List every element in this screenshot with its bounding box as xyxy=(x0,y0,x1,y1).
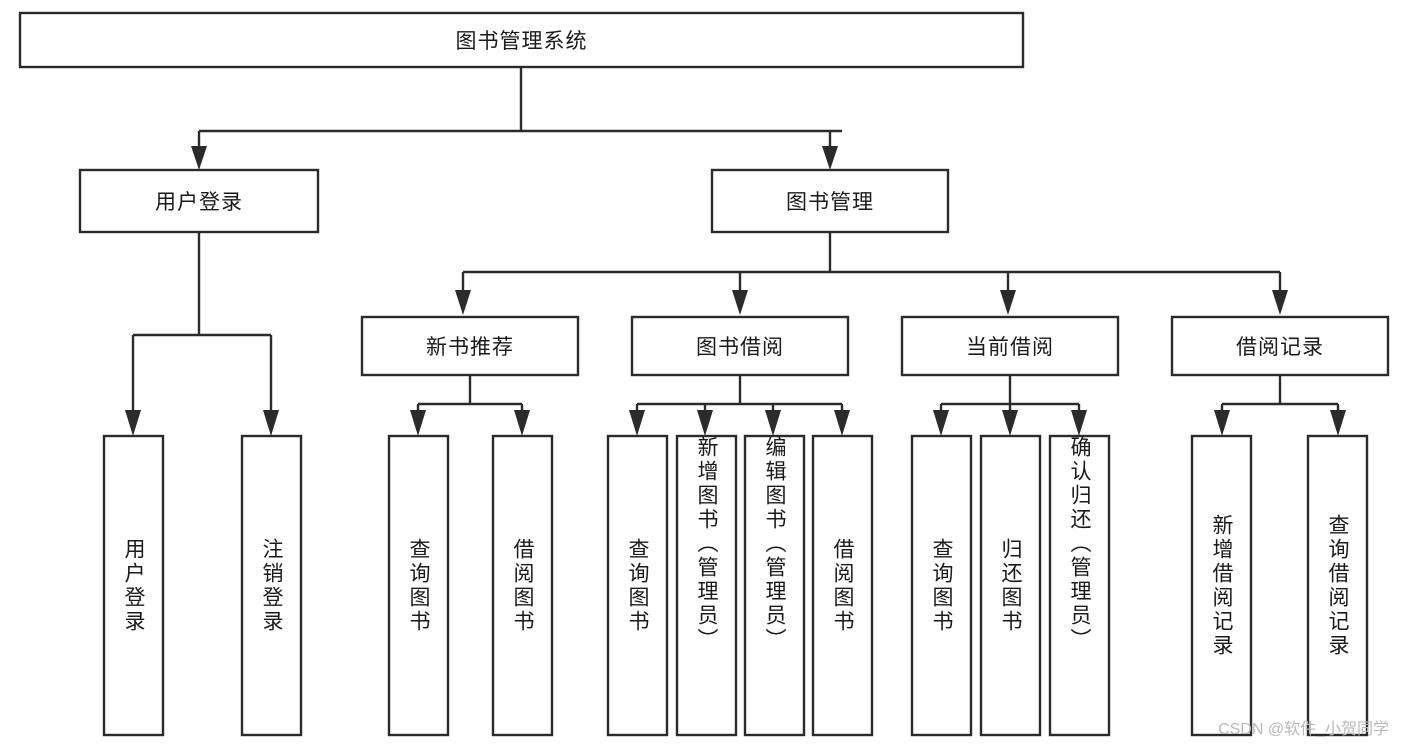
leaf-user-login-1[interactable] xyxy=(102,434,165,737)
arrowhead-root-to-book-mgmt xyxy=(822,146,838,170)
leaf-borrow-record-2[interactable] xyxy=(1306,434,1369,737)
leaf-book-borrow-3[interactable] xyxy=(743,434,806,737)
arrowhead-current-borrow-leaf-2 xyxy=(1002,410,1018,436)
leaf-book-borrow-4[interactable] xyxy=(811,434,874,737)
node-current-borrow[interactable] xyxy=(900,315,1120,377)
leaf-book-borrow-2[interactable] xyxy=(675,434,738,737)
arrowhead-user-login-leaf-1 xyxy=(125,410,141,436)
leaf-current-borrow-1[interactable] xyxy=(910,434,973,737)
arrowhead-new-book-leaf-2 xyxy=(514,410,530,436)
leaf-user-login-2[interactable] xyxy=(240,434,303,737)
arrowhead-book-mgmt-child-3 xyxy=(1000,290,1016,315)
leaf-new-book-2[interactable] xyxy=(491,434,554,737)
arrowhead-root-to-user-login xyxy=(191,146,207,170)
node-new-book-recommend[interactable] xyxy=(360,315,580,377)
arrowhead-borrow-record-leaf-2 xyxy=(1330,410,1346,436)
arrowhead-borrow-record-leaf-1 xyxy=(1214,410,1230,436)
arrowhead-book-borrow-leaf-2 xyxy=(697,410,713,436)
arrowhead-user-login-leaf-2 xyxy=(263,410,279,436)
leaf-new-book-1[interactable] xyxy=(387,434,450,737)
leaf-borrow-record-1[interactable] xyxy=(1190,434,1253,737)
arrowhead-book-mgmt-child-2 xyxy=(732,290,748,315)
node-book-management[interactable] xyxy=(710,168,950,234)
arrowhead-book-borrow-leaf-3 xyxy=(765,410,781,436)
arrowhead-book-borrow-leaf-1 xyxy=(629,410,645,436)
node-borrow-record[interactable] xyxy=(1170,315,1390,377)
node-root[interactable] xyxy=(18,11,1025,69)
leaf-current-borrow-2[interactable] xyxy=(979,434,1042,737)
arrowhead-current-borrow-leaf-3 xyxy=(1071,410,1087,436)
arrowhead-book-mgmt-child-1 xyxy=(455,290,471,315)
node-user-login[interactable] xyxy=(78,168,320,234)
arrowhead-book-mgmt-child-4 xyxy=(1272,290,1288,315)
node-book-borrow[interactable] xyxy=(630,315,850,377)
arrowhead-current-borrow-leaf-1 xyxy=(933,410,949,436)
leaf-book-borrow-1[interactable] xyxy=(606,434,669,737)
leaf-current-borrow-3[interactable] xyxy=(1048,434,1111,737)
arrowhead-book-borrow-leaf-4 xyxy=(834,410,850,436)
arrowhead-new-book-leaf-1 xyxy=(410,410,426,436)
